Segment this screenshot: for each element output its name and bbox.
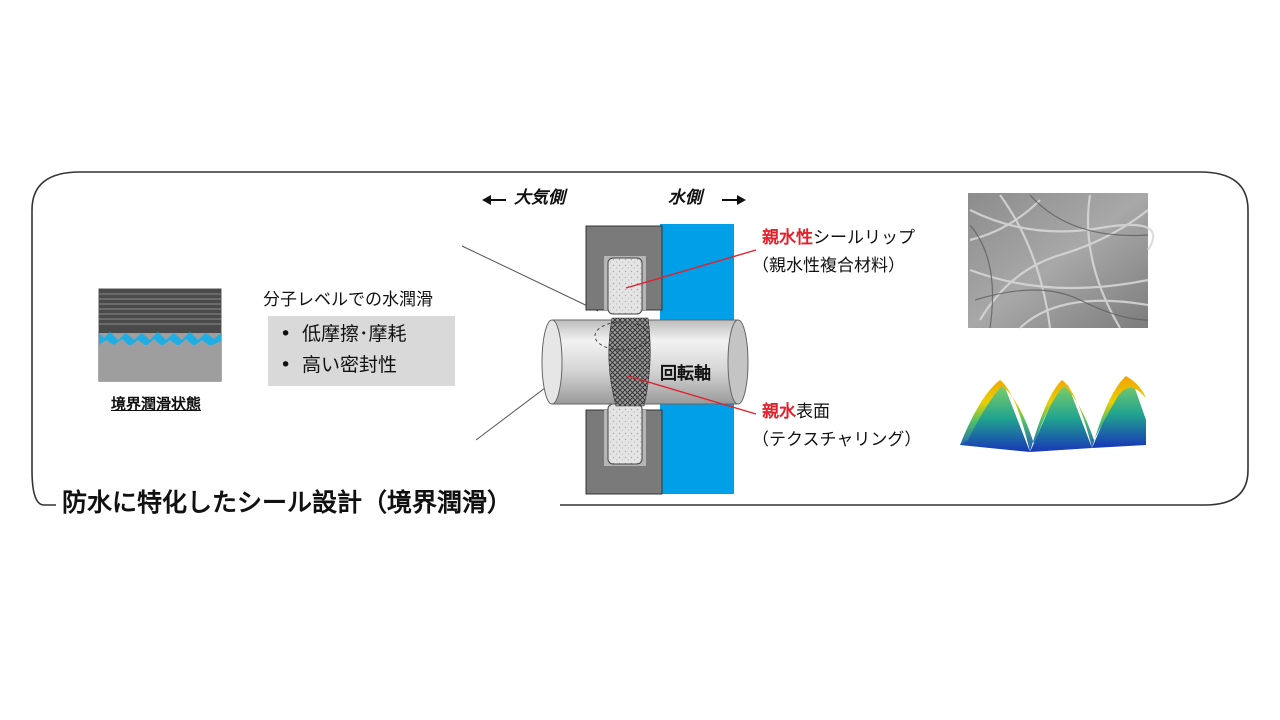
- atmosphere-side-label: 大気側: [514, 188, 565, 208]
- molecular-lubrication-label: 分子レベルでの水潤滑: [263, 290, 433, 310]
- water-side-label: 水側: [668, 188, 702, 208]
- boundary-lubrication-figure: [98, 288, 222, 382]
- seal-lip-lower: [607, 403, 643, 465]
- seal-lip-upper: [607, 257, 643, 315]
- bullet-icon: •: [280, 354, 292, 376]
- outer-frame: [31, 171, 1249, 506]
- benefit-item: •高い密封性: [280, 354, 398, 376]
- arrow-right-icon: [722, 195, 746, 205]
- benefit-box: •低摩擦･摩耗 •高い密封性: [268, 316, 455, 386]
- surface-title: 親水表面: [762, 402, 830, 422]
- diagram-caption: 防水に特化したシール設計（境界潤滑）: [56, 490, 519, 515]
- rotating-shaft: [541, 317, 749, 407]
- seal-lip-title: 親水性シールリップ: [762, 228, 915, 248]
- arrow-left-icon: [482, 195, 506, 205]
- benefit-item: •低摩擦･摩耗: [280, 323, 407, 345]
- boundary-state-label: 境界潤滑状態: [111, 395, 202, 413]
- shaft-label: 回転軸: [660, 364, 711, 384]
- seal-lip-material: （親水性複合材料）: [752, 256, 905, 276]
- surface-texturing-label: （テクスチャリング）: [752, 430, 922, 450]
- bullet-icon: •: [280, 323, 292, 345]
- texturing-surface-image: [960, 376, 1146, 452]
- sem-micrograph-image: [968, 193, 1155, 329]
